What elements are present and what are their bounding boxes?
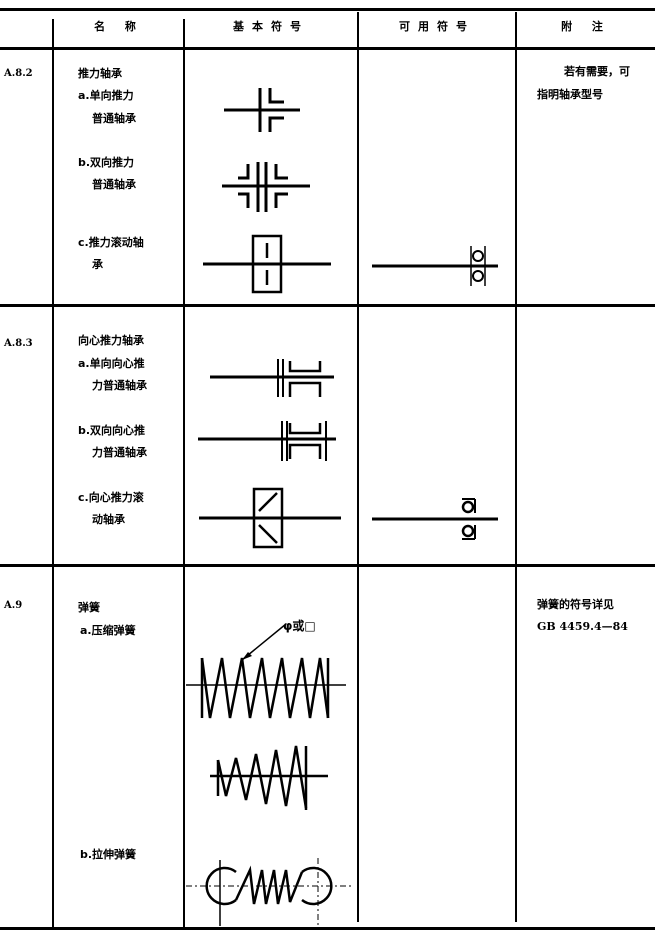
item-label: c.推力滚动轴: [78, 236, 144, 249]
row-id: A.8.2: [4, 68, 33, 79]
col-divider-1: [52, 19, 54, 929]
item-label: a.单向推力: [78, 89, 134, 102]
item-label: c.向心推力滚: [78, 491, 144, 504]
spring-annotation: φ或□: [283, 619, 316, 633]
row-note: 弹簧的符号详见: [537, 598, 614, 611]
header-notes: 附 注: [561, 20, 611, 33]
row-divider-2: [0, 564, 655, 567]
item-label: b.拉伸弹簧: [80, 848, 137, 861]
thrust-rolling-bearing-icon: [203, 234, 331, 294]
header-name: 名 称: [94, 20, 144, 33]
item-label: b.双向向心推: [78, 424, 146, 437]
header-alt-symbol: 可用符号: [399, 20, 475, 33]
table-bottom-border: [0, 927, 655, 930]
item-label: 动轴承: [92, 513, 125, 526]
single-radial-thrust-plain-bearing-icon: [210, 359, 334, 397]
row-id: A.8.3: [4, 338, 33, 349]
col-divider-3: [357, 12, 359, 922]
row-title: 弹簧: [78, 601, 100, 614]
row-note: 指明轴承型号: [537, 88, 603, 101]
radial-thrust-rolling-bearing-icon: [199, 487, 341, 549]
row-note: GB 4459.4—84: [537, 620, 628, 633]
radial-thrust-rolling-bearing-alt-icon: [372, 498, 498, 540]
item-label: 普通轴承: [92, 178, 136, 191]
compression-spring-icon: [186, 623, 346, 719]
header-basic-symbol: 基本符号: [233, 20, 309, 33]
col-divider-4: [515, 12, 517, 922]
row-title: 推力轴承: [78, 67, 122, 80]
tension-spring-icon: [186, 858, 354, 926]
table-top-border: [0, 8, 655, 11]
thrust-rolling-bearing-alt-icon: [372, 246, 498, 286]
item-label: 力普通轴承: [92, 446, 147, 459]
double-radial-thrust-plain-bearing-icon: [198, 421, 336, 461]
item-label: 承: [92, 258, 103, 271]
row-note: 若有需要，可: [564, 65, 630, 78]
row-divider-1: [0, 304, 655, 307]
item-label: b.双向推力: [78, 156, 135, 169]
item-label: 普通轴承: [92, 112, 136, 125]
item-label: 力普通轴承: [92, 379, 147, 392]
compression-spring-variant-icon: [210, 745, 328, 810]
header-bottom-border: [0, 47, 655, 50]
item-label: a.单向向心推: [78, 357, 145, 370]
col-divider-2: [183, 19, 185, 929]
item-label: a.压缩弹簧: [80, 624, 136, 637]
single-thrust-plain-bearing-icon: [224, 88, 300, 132]
row-id: A.9: [4, 600, 23, 611]
row-title: 向心推力轴承: [78, 334, 144, 347]
double-thrust-plain-bearing-icon: [222, 162, 310, 212]
